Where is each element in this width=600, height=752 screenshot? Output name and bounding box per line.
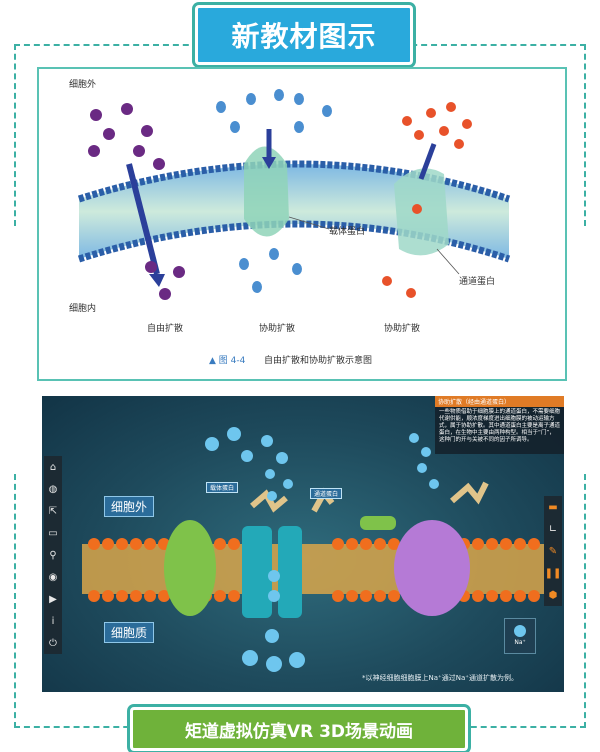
tb-caption-fig: ▲ 图 4-4 [209, 356, 246, 366]
tb-inside-label: 细胞内 [69, 304, 97, 314]
panel-icon[interactable]: ▬ [548, 501, 558, 513]
inner-head-row [77, 220, 511, 263]
cyan-channel-left [242, 526, 272, 618]
vr-carrier-tag: 载体蛋白 [206, 482, 239, 493]
carrier-protein-shape [244, 146, 289, 237]
purple-protein [394, 520, 470, 616]
brush-icon[interactable]: ✎ [548, 545, 558, 557]
info-panel: 协助扩散（经由通道蛋白） 一些物质借助于细胞膜上的通道蛋白，不需要细胞代谢供能，… [435, 396, 564, 454]
info-title: 协助扩散（经由通道蛋白） [435, 396, 564, 407]
green-protein [164, 520, 216, 616]
right-toolbar: ▬ ∟ ✎ ❚❚ ⬢ [544, 496, 562, 606]
vr-inside-label: 细胞质 [104, 622, 155, 643]
free-diffusion-arrow [126, 163, 160, 275]
vr-scene[interactable]: 细胞外 细胞质 载体蛋白 通道蛋白 协助扩散（经由通道蛋白） 一些物质借助于细胞… [42, 396, 564, 692]
vr-footnote: *以神经细胞细胞膜上Na⁺通过Na⁺通道扩散为例。 [362, 674, 518, 682]
vr-outside-label: 细胞外 [104, 496, 155, 517]
textbook-figure: 细胞外 细胞内 载体蛋白 通道蛋白 自由扩散 协助扩散 协助扩散 ▲ 图 4-4… [37, 67, 567, 381]
tb-channel-label: 通道蛋白 [459, 277, 496, 287]
top-banner: 新教材图示 [195, 5, 413, 65]
carrier-molecules [216, 89, 332, 293]
info-text: 一些物质借助于细胞膜上的通道蛋白，不需要细胞代谢供能，顺浓度梯度进出细胞膜的被动… [439, 409, 561, 443]
cube-icon[interactable]: ⬢ [548, 589, 558, 601]
tb-col-free: 自由扩散 [147, 324, 184, 334]
microscope-icon[interactable]: ⚲ [49, 549, 57, 561]
arrow-icon[interactable]: ⇱ [48, 505, 58, 517]
free-molecules [88, 103, 185, 300]
sodium-ions [205, 427, 439, 672]
bottom-banner: 矩道虚拟仿真VR 3D场景动画 [130, 707, 468, 751]
brain-icon[interactable]: ◍ [48, 483, 58, 495]
pause-icon[interactable]: ❚❚ [544, 567, 562, 579]
power-icon[interactable]: ⏻ [49, 637, 57, 649]
vr-channel-tag: 通道蛋白 [310, 488, 343, 499]
video-icon[interactable]: ▶ [49, 593, 57, 605]
left-toolbar: ⌂ ◍ ⇱ ▭ ⚲ ◉ ▶ i ⏻ [44, 456, 62, 654]
outer-head-row [77, 160, 511, 203]
membrane-diagram [77, 89, 511, 300]
channel-molecules [382, 102, 472, 298]
screen-icon[interactable]: ▭ [48, 527, 58, 539]
tb-col-facilitated-2: 协助扩散 [384, 324, 421, 334]
camera-icon[interactable]: ◉ [48, 571, 58, 583]
tb-caption-text: 自由扩散和协助扩散示意图 [264, 356, 373, 366]
ion-preview: Na⁺ [504, 618, 536, 654]
tb-col-facilitated-1: 协助扩散 [259, 324, 296, 334]
channel-protein-shape [394, 168, 449, 256]
info-icon[interactable]: i [51, 615, 55, 627]
tb-outside-label: 细胞外 [69, 80, 97, 90]
tb-carrier-label: 载体蛋白 [329, 227, 366, 237]
cyan-channel-right [278, 526, 302, 618]
vr-membrane [82, 427, 552, 672]
ion-preview-label: Na⁺ [514, 639, 526, 646]
ruler-icon[interactable]: ∟ [548, 523, 558, 535]
home-icon[interactable]: ⌂ [49, 461, 57, 473]
